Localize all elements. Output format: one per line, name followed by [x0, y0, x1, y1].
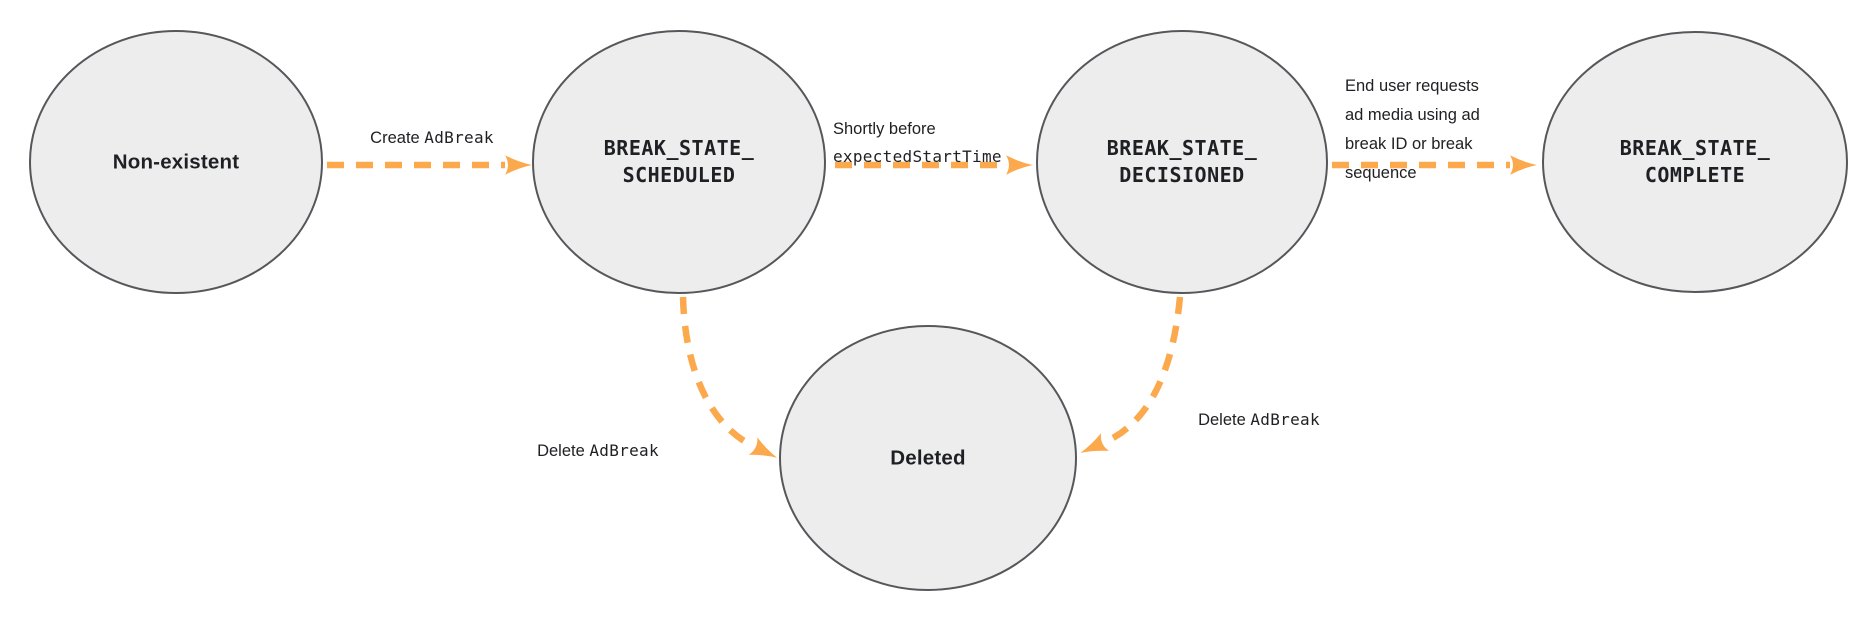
label-text-sans: Create: [370, 129, 425, 147]
label-text-mono: expectedStartTime: [833, 147, 1002, 166]
label-text-sans: Delete: [537, 442, 590, 460]
label-text-sans: Delete: [1198, 411, 1251, 429]
state-label-deleted: Deleted: [890, 446, 966, 470]
label-text-mono: AdBreak: [1250, 410, 1320, 429]
state-label-break-state-scheduled: BREAK_STATE_ SCHEDULED: [603, 136, 755, 187]
state-node-break-state-decisioned: [1036, 30, 1328, 294]
state-label-break-state-complete: BREAK_STATE_ COMPLETE: [1619, 136, 1771, 187]
state-label-non-existent: Non-existent: [112, 150, 240, 174]
transition-label-shortly-before: Shortly before expectedStartTime: [833, 89, 1002, 171]
state-node-non-existent: [29, 30, 323, 294]
transition-label-delete-from-decisioned: Delete AdBreak: [1198, 406, 1320, 434]
state-label-break-state-decisioned: BREAK_STATE_ DECISIONED: [1106, 136, 1258, 187]
label-text-sans: End user requests ad media using ad brea…: [1345, 77, 1480, 182]
state-node-break-state-complete: [1542, 31, 1848, 293]
label-text-sans: Shortly before: [833, 120, 936, 138]
transition-arrow-delete-from-decisioned: [1080, 296, 1184, 453]
label-text-mono: AdBreak: [589, 441, 659, 460]
label-text-mono: AdBreak: [424, 128, 494, 147]
transition-label-delete-from-scheduled: Delete AdBreak: [537, 437, 659, 465]
transition-arrow-delete-from-scheduled: [679, 296, 778, 458]
state-node-break-state-scheduled: [532, 30, 826, 294]
state-node-deleted: [779, 325, 1077, 591]
transition-label-end-user-requests: End user requests ad media using ad brea…: [1345, 43, 1545, 188]
transition-label-create-ad-break: Create AdBreak: [370, 124, 494, 152]
